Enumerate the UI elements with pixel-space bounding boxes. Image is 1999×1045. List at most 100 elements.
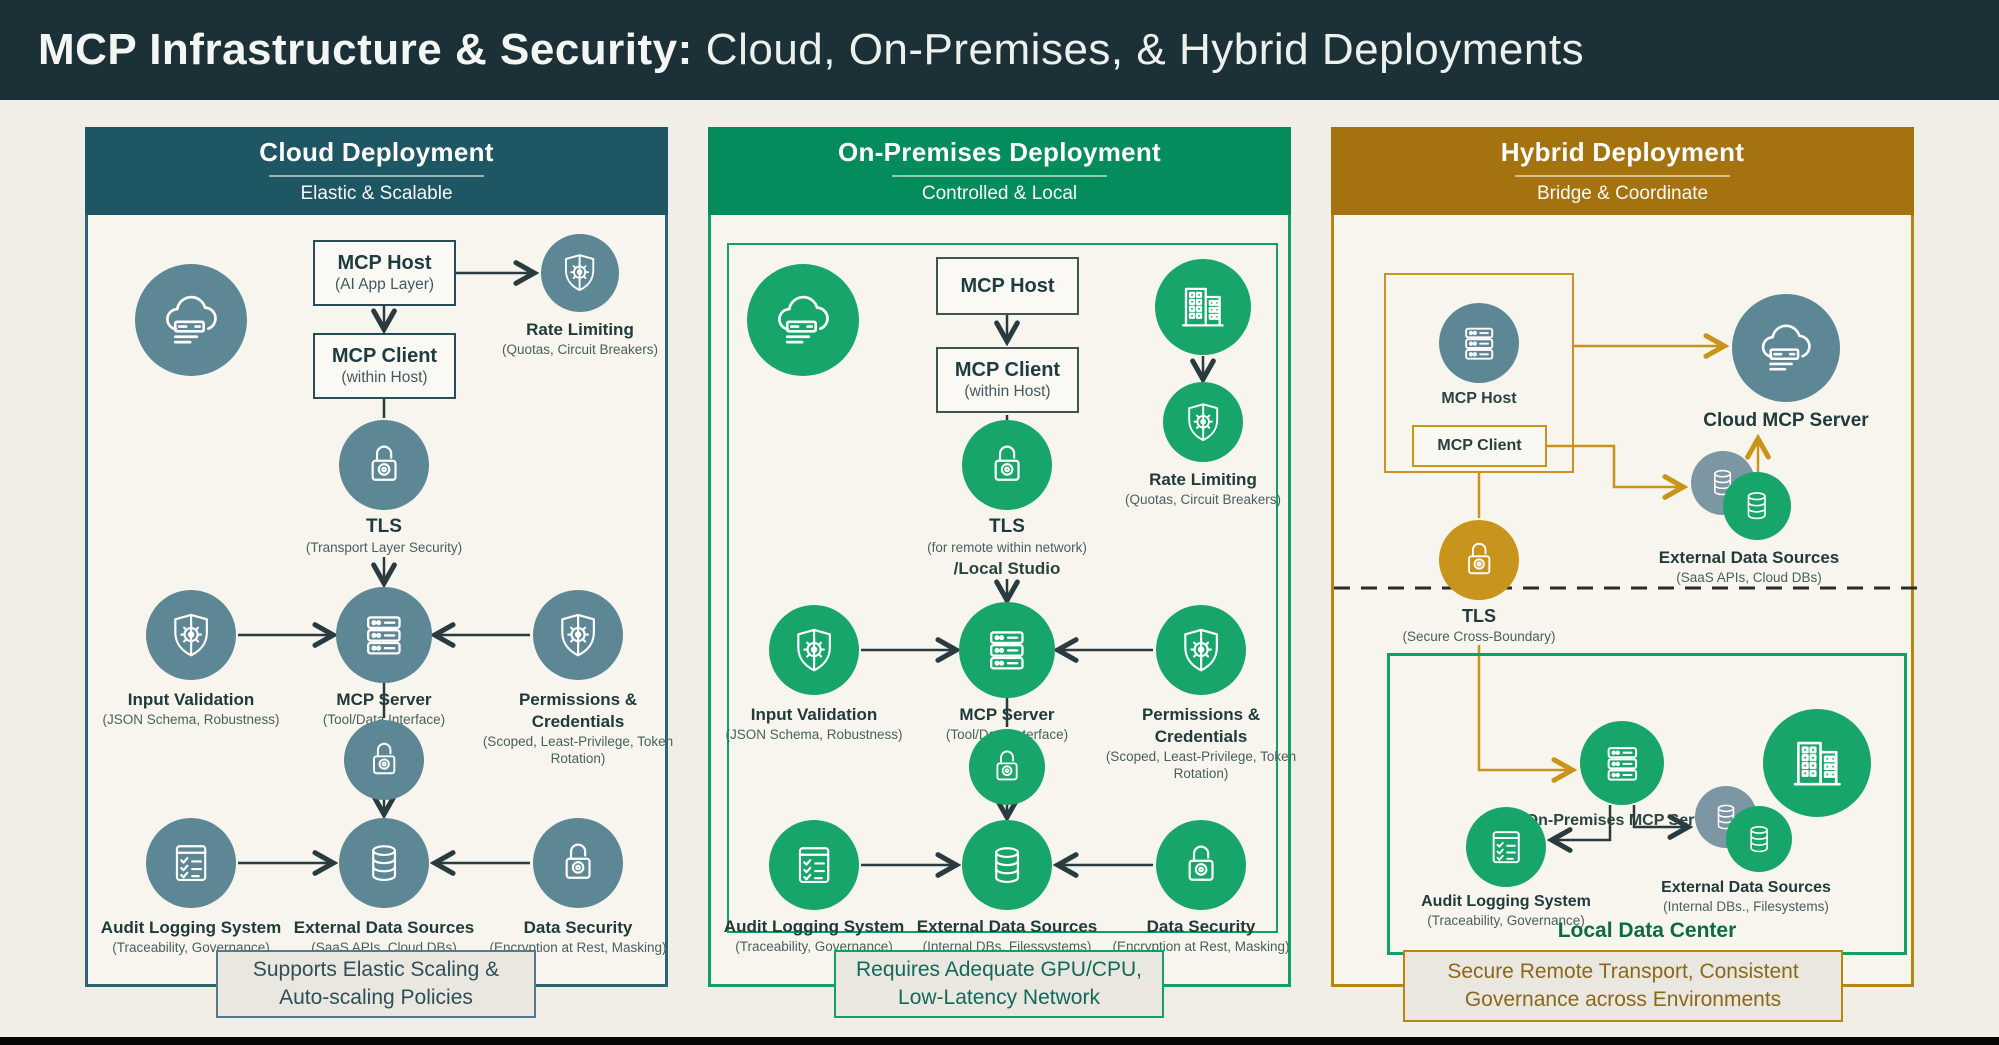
node-title: External Data Sources bbox=[1658, 548, 1840, 567]
permissions-shield-icon bbox=[1156, 605, 1246, 695]
building-icon bbox=[1763, 709, 1871, 817]
onprem-panel-title: On-Premises Deployment bbox=[837, 137, 1162, 167]
node-title: Permissions & Credentials bbox=[518, 690, 638, 731]
mcp-host-rack-icon bbox=[1439, 303, 1519, 383]
tls-label: TLS (for remote within network) /Local S… bbox=[891, 515, 1123, 579]
node-title: Input Validation bbox=[750, 705, 878, 724]
cloud-panel-header: Cloud Deployment Elastic & Scalable bbox=[85, 127, 668, 215]
mcp-host-box: MCP Host bbox=[936, 257, 1079, 315]
permissions-shield-icon bbox=[533, 590, 623, 680]
audit-checklist-icon bbox=[769, 820, 859, 910]
hybrid-footer-note: Secure Remote Transport, Consistent Gove… bbox=[1403, 950, 1843, 1022]
mcp-client-title: MCP Client bbox=[331, 345, 438, 368]
permissions-label: Permissions & Credentials (Scoped, Least… bbox=[480, 689, 676, 767]
title-bar: MCP Infrastructure & Security: Cloud, On… bbox=[0, 0, 1999, 100]
cloud-footer-note: Supports Elastic Scaling & Auto-scaling … bbox=[216, 950, 536, 1018]
database-icon bbox=[339, 818, 429, 908]
input-validation-shield-icon bbox=[769, 605, 859, 695]
data-security-lock-icon bbox=[1156, 820, 1246, 910]
header-divider bbox=[892, 175, 1107, 177]
onprem-mcp-server-label: On-Premises MCP Server bbox=[1497, 811, 1747, 831]
node-title: Rate Limiting bbox=[526, 320, 634, 339]
node-subtitle: (Tool/Data Interface) bbox=[322, 711, 446, 727]
node-title: Audit Logging System bbox=[1421, 893, 1591, 910]
node-subtitle: (Traceability, Governance) bbox=[1427, 913, 1585, 929]
mcp-client-title: MCP Client bbox=[954, 359, 1061, 382]
external-data-bottom-label: External Data Sources (Internal DBs., Fi… bbox=[1630, 878, 1862, 916]
local-data-center-label: Local Data Center bbox=[1531, 918, 1763, 945]
cloud-mcp-server-icon bbox=[1732, 294, 1840, 402]
header-divider bbox=[1515, 175, 1730, 177]
node-title: MCP Host bbox=[1441, 390, 1517, 407]
node-title: External Data Sources bbox=[1661, 879, 1831, 896]
tls-label: TLS (Secure Cross-Boundary) bbox=[1363, 605, 1595, 645]
security-lock-icon bbox=[344, 720, 424, 800]
onprem-panel-body: MCP Host MCP Client (within Host) Rate L… bbox=[708, 215, 1296, 987]
data-security-lock-icon bbox=[533, 818, 623, 908]
onprem-inner-border bbox=[727, 243, 1278, 933]
input-validation-label: Input Validation (JSON Schema, Robustnes… bbox=[698, 704, 930, 743]
onprem-deployment-panel: On-Premises Deployment Controlled & Loca… bbox=[708, 127, 1296, 1018]
cloud-panel-body: MCP Host (AI App Layer) Rate Limiting (Q… bbox=[85, 215, 673, 987]
node-title: Data Security bbox=[523, 918, 633, 937]
node-subtitle: (JSON Schema, Robustness) bbox=[725, 726, 903, 742]
node-title: Input Validation bbox=[127, 690, 255, 709]
mcp-client-box: MCP Client (within Host) bbox=[936, 347, 1079, 413]
onprem-mcp-server-icon bbox=[1580, 721, 1664, 805]
node-subtitle: (Quotas, Circuit Breakers) bbox=[501, 341, 659, 357]
node-subtitle: (Secure Cross-Boundary) bbox=[1402, 629, 1556, 645]
tls-lock-icon bbox=[1439, 520, 1519, 600]
mcp-server-icon bbox=[959, 602, 1055, 698]
mcp-host-subtitle: (AI App Layer) bbox=[334, 276, 435, 294]
page-title-regular: Cloud, On-Premises, & Hybrid Deployments bbox=[705, 25, 1585, 74]
database-icon-front bbox=[1723, 472, 1791, 540]
mcp-client-subtitle: (within Host) bbox=[341, 369, 428, 387]
node-title: Data Security bbox=[1146, 917, 1256, 936]
node-subtitle: (SaaS APIs, Cloud DBs) bbox=[1676, 569, 1822, 585]
node-title: External Data Sources bbox=[293, 918, 475, 937]
audit-logging-label: Audit Logging System (Traceability, Gove… bbox=[1390, 892, 1622, 930]
security-lock-icon bbox=[969, 729, 1045, 805]
cloud-panel-subtitle: Elastic & Scalable bbox=[300, 183, 453, 204]
mcp-server-label: MCP Server (Tool/Data Interface) bbox=[268, 689, 500, 728]
cloud-platform-icon bbox=[747, 264, 859, 376]
bottom-strip bbox=[0, 1037, 1999, 1045]
node-title: TLS bbox=[366, 516, 402, 537]
mcp-host-label: MCP Host bbox=[1404, 389, 1554, 409]
node-subtitle: (Quotas, Circuit Breakers) bbox=[1124, 491, 1282, 507]
node-title: Permissions & Credentials bbox=[1141, 705, 1261, 746]
node-subtitle: (Internal DBs., Filesystems) bbox=[1663, 899, 1829, 915]
rate-limiting-shield-icon bbox=[541, 234, 619, 312]
node-subtitle: (Scoped, Least-Privilege, Token Rotation… bbox=[482, 733, 674, 766]
header-divider bbox=[269, 175, 484, 177]
mcp-host-title: MCP Host bbox=[337, 252, 432, 275]
database-icon-front bbox=[1726, 806, 1792, 872]
onprem-panel-header: On-Premises Deployment Controlled & Loca… bbox=[708, 127, 1291, 215]
tls-label: TLS (Transport Layer Security) bbox=[268, 515, 500, 557]
hybrid-host-group-border bbox=[1384, 273, 1574, 473]
hybrid-deployment-panel: Hybrid Deployment Bridge & Coordinate MC… bbox=[1331, 127, 1917, 1022]
mcp-server-icon bbox=[336, 587, 432, 683]
node-title: MCP Server bbox=[959, 705, 1055, 724]
node-title: External Data Sources bbox=[916, 917, 1098, 936]
node-title: TLS bbox=[989, 516, 1025, 537]
node-subtitle: (JSON Schema, Robustness) bbox=[102, 711, 280, 727]
database-icon bbox=[962, 820, 1052, 910]
tls-lock-icon bbox=[962, 420, 1052, 510]
hybrid-panel-title: Hybrid Deployment bbox=[1500, 137, 1745, 167]
cloud-platform-icon bbox=[135, 264, 247, 376]
node-title: On-Premises MCP Server bbox=[1525, 812, 1719, 829]
audit-checklist-icon bbox=[1466, 807, 1546, 887]
node-title: Cloud MCP Server bbox=[1703, 410, 1869, 431]
mcp-host-box: MCP Host (AI App Layer) bbox=[313, 240, 456, 306]
hybrid-panel-subtitle: Bridge & Coordinate bbox=[1536, 183, 1709, 204]
node-subtitle: (for remote within network) bbox=[927, 540, 1087, 556]
mcp-host-title: MCP Host bbox=[960, 275, 1055, 297]
audit-checklist-icon bbox=[146, 818, 236, 908]
rate-limiting-label: Rate Limiting (Quotas, Circuit Breakers) bbox=[464, 319, 696, 358]
node-title: Local Data Center bbox=[1557, 919, 1737, 942]
permissions-label: Permissions & Credentials (Scoped, Least… bbox=[1103, 704, 1299, 782]
building-icon bbox=[1155, 259, 1251, 355]
rate-limiting-label: Rate Limiting (Quotas, Circuit Breakers) bbox=[1087, 469, 1319, 508]
